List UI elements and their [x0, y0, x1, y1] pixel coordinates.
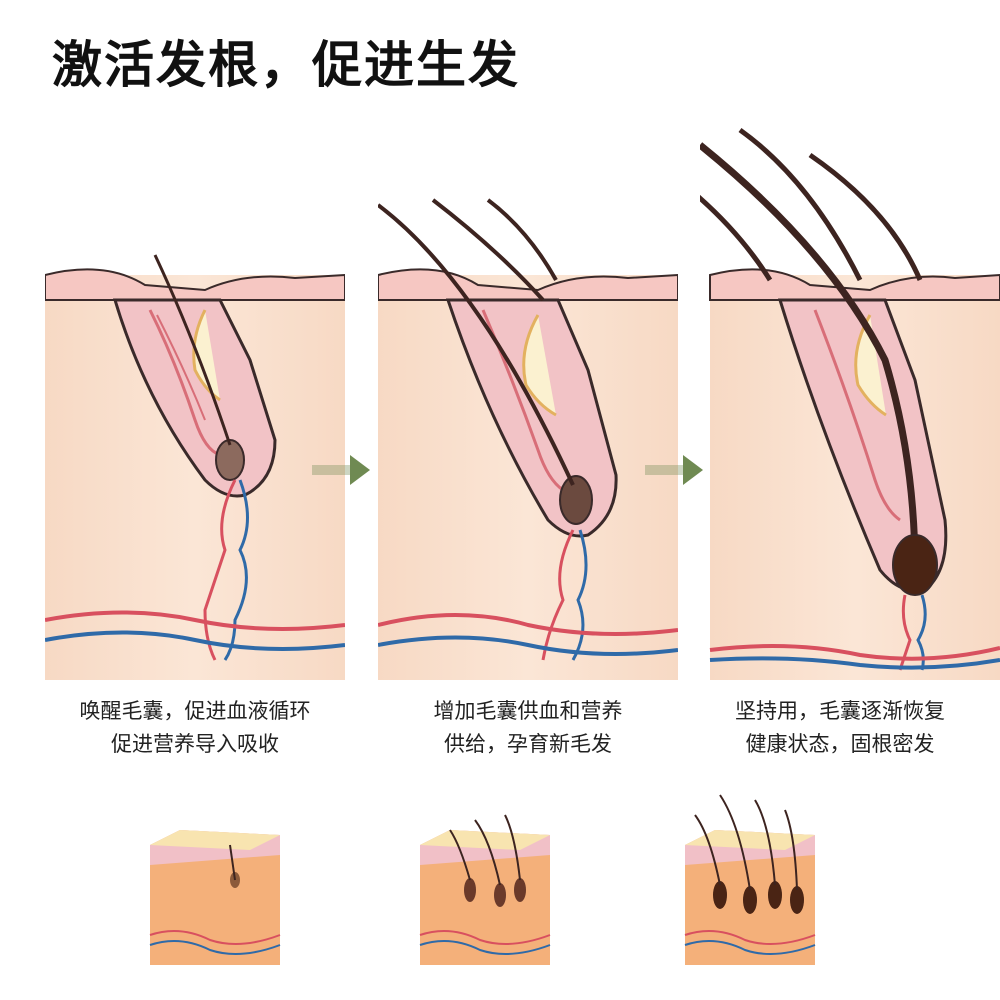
vein	[709, 656, 1000, 670]
artery	[203, 479, 237, 661]
caption-stage-2: 增加毛囊供血和营养 供给，孕育新毛发	[378, 695, 678, 761]
caption-stage-3: 坚持用，毛囊逐渐恢复 健康状态，固根密发	[690, 695, 990, 761]
epidermis	[709, 268, 1000, 301]
vein	[571, 529, 588, 661]
caption-stage-1: 唤醒毛囊，促进血液循环 促进营养导入吸收	[45, 695, 345, 761]
follicle-stage-1	[45, 100, 345, 680]
artery	[378, 613, 678, 636]
caption-line: 唤醒毛囊，促进血液循环	[79, 699, 311, 723]
arrow-right-icon	[645, 455, 703, 485]
hair-shaft	[738, 127, 863, 282]
vein	[378, 635, 678, 656]
caption-line: 健康状态，固根密发	[745, 732, 935, 756]
follicle-stage-3	[700, 100, 1000, 680]
hair-follicle	[777, 298, 948, 593]
caption-line: 促进营养导入吸收	[111, 732, 279, 756]
hair-follicle	[445, 298, 618, 538]
epidermis	[45, 268, 345, 301]
arrow-right-icon	[312, 455, 370, 485]
skin-cube-illustration	[149, 830, 281, 965]
sebaceous-gland	[522, 314, 557, 417]
caption-line: 增加毛囊供血和营养	[433, 699, 623, 723]
hair-shaft	[431, 198, 545, 302]
epidermis	[378, 268, 678, 301]
hair-shaft	[153, 254, 232, 446]
vein	[45, 630, 345, 651]
hair-bulb	[559, 475, 593, 525]
hair-bulb	[215, 439, 245, 481]
hair-shaft	[808, 152, 923, 281]
artery	[709, 644, 1000, 661]
caption-line: 坚持用，毛囊逐渐恢复	[735, 699, 945, 723]
follicle-stage-2	[378, 100, 678, 680]
skin-cube-illustration	[684, 794, 816, 965]
hair-bulb	[892, 534, 938, 596]
hair-shaft	[378, 203, 575, 486]
vein	[223, 479, 249, 661]
page-title: 激活发根，促进生发	[52, 36, 520, 94]
hair-shaft	[700, 194, 773, 282]
artery	[45, 610, 345, 631]
sebaceous-gland	[854, 314, 887, 417]
vein	[916, 594, 927, 671]
artery	[541, 529, 575, 661]
caption-line: 供给，孕育新毛发	[444, 732, 612, 756]
hair-follicle	[112, 298, 277, 498]
skin-cube-illustration	[419, 814, 551, 965]
hair-shaft	[700, 142, 919, 571]
artery	[898, 594, 912, 671]
hair-shaft	[486, 198, 558, 281]
